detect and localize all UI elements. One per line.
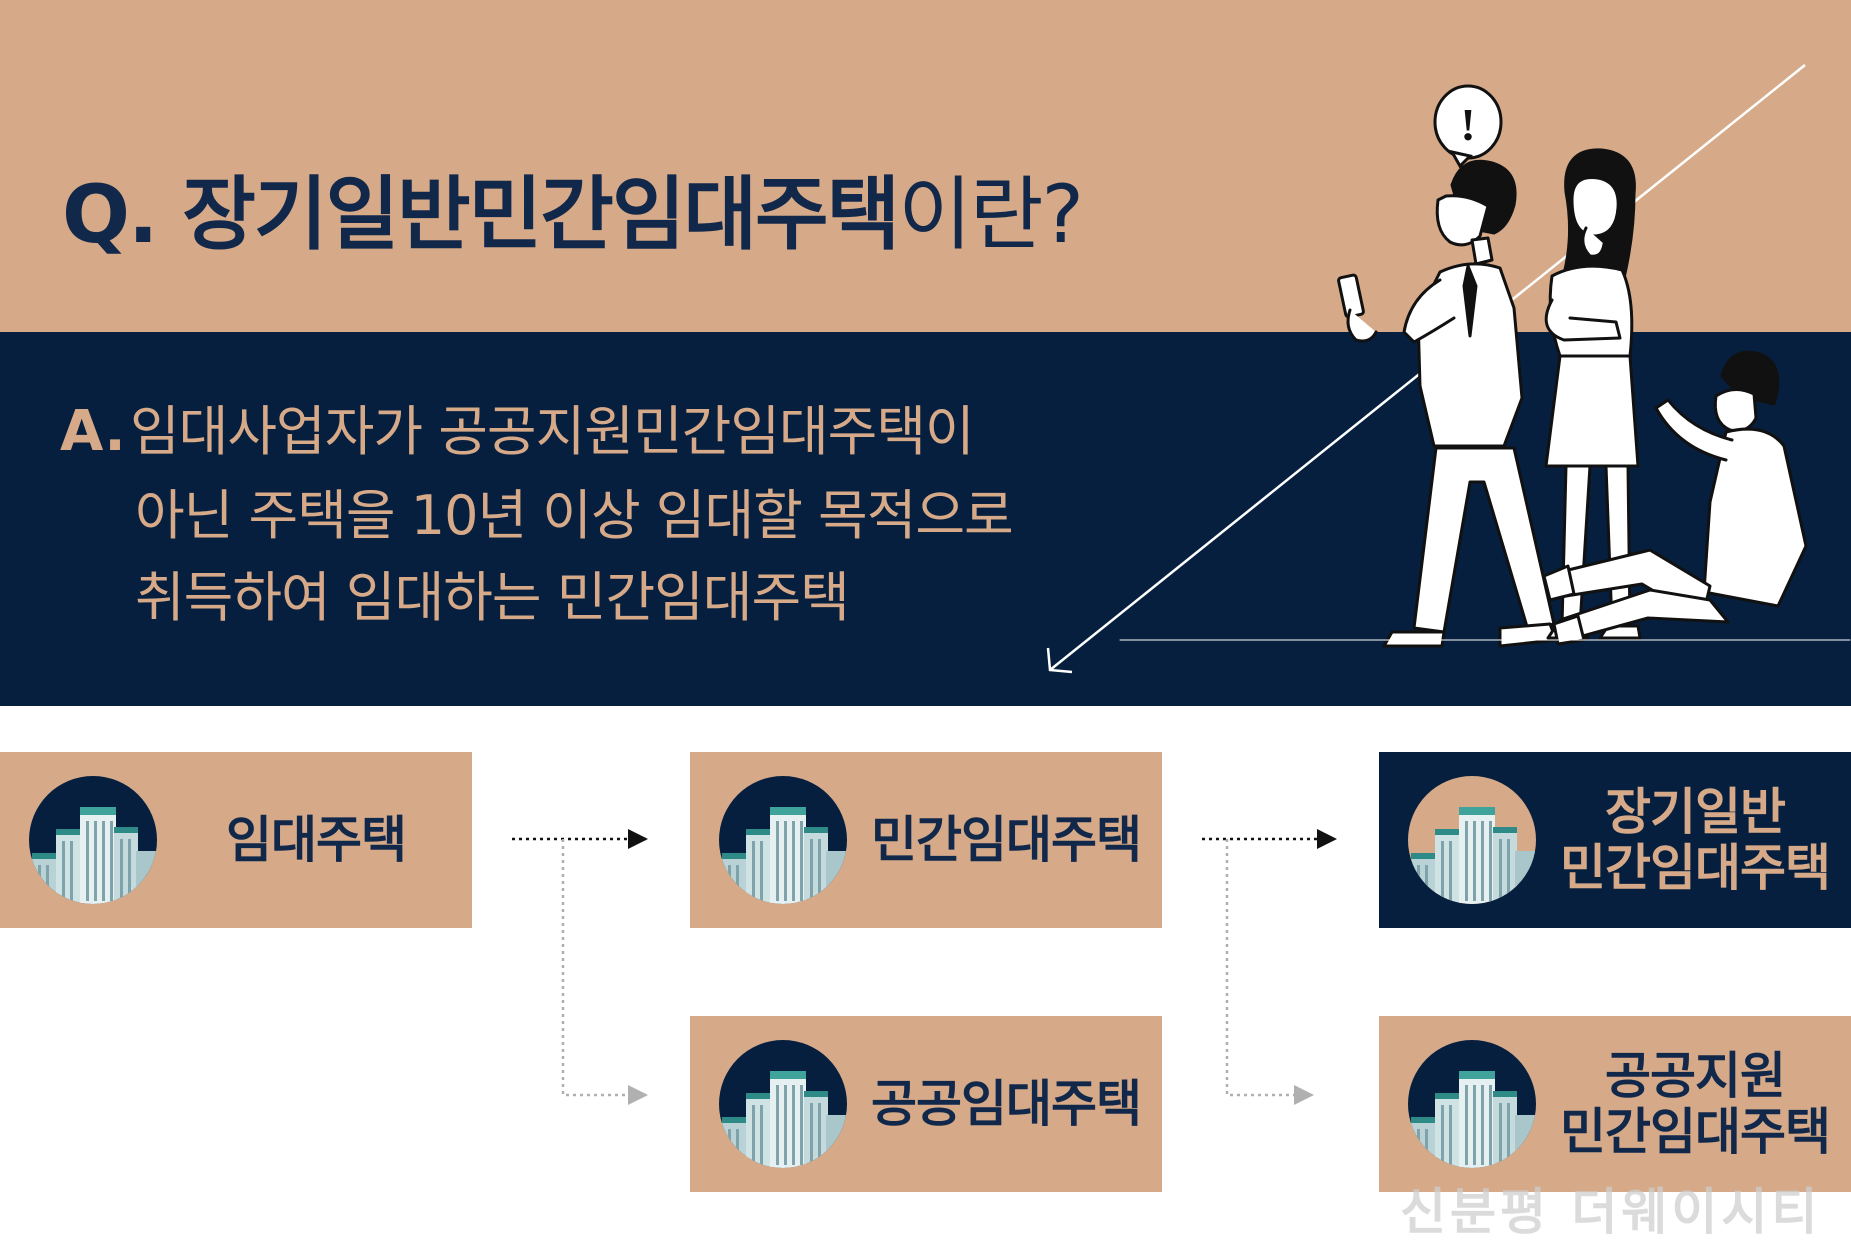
box-label: 민간임대주택 <box>871 811 1142 869</box>
building-icon <box>1408 1040 1536 1168</box>
answer-label: A. <box>60 399 126 464</box>
box-public-rental: 공공임대주택 <box>690 1016 1162 1192</box>
box-label-line-1: 공공지원 <box>1605 1047 1786 1105</box>
arrow-rental-to-public <box>561 839 648 1105</box>
box-label: 임대주택 <box>226 811 407 869</box>
building-icon <box>1408 776 1536 904</box>
answer-line-3: 취득하여 임대하는 민간임대주택 <box>135 566 850 629</box>
answer-line-1: 임대사업자가 공공지원민간임대주택이 <box>130 400 975 463</box>
box-label-line-2: 민간임대주택 <box>1560 1103 1831 1161</box>
building-icon <box>719 1040 847 1168</box>
standing-man-figure <box>1337 159 1558 648</box>
box-rental-housing: 임대주택 <box>0 752 472 928</box>
box-label-line-2: 민간임대주택 <box>1560 839 1831 897</box>
answer-line-2: 아닌 주택을 10년 이상 임대할 목적으로 <box>135 484 1014 547</box>
box-label: 공공임대주택 <box>871 1075 1142 1133</box>
question-keyword: 장기일반민간임대주택 <box>182 168 900 261</box>
box-private-rental: 민간임대주택 <box>690 752 1162 928</box>
people-illustration: ! <box>1119 84 1851 648</box>
sitting-man-figure <box>1119 350 1851 646</box>
question-heading: Q. 장기일반민간임대주택이란? <box>62 150 1084 280</box>
arrow-private-to-publicsupport <box>1225 839 1314 1105</box>
box-public-support-private-rental: 공공지원 민간임대주택 <box>1379 1016 1851 1192</box>
question-suffix: 이란? <box>898 168 1084 261</box>
watermark: 신분평 더웨이시티 <box>1400 1183 1822 1241</box>
box-long-term-general-private-rental: 장기일반 민간임대주택 <box>1379 752 1851 928</box>
box-label: 장기일반 민간임대주택 <box>1549 752 1841 928</box>
box-label-line-1: 장기일반 <box>1605 783 1786 841</box>
speech-bubble-text: ! <box>1460 99 1475 150</box>
building-icon <box>29 776 157 904</box>
question-prefix: Q. <box>62 168 183 261</box>
box-label: 공공지원 민간임대주택 <box>1549 1016 1841 1192</box>
building-icon <box>719 776 847 904</box>
speech-bubble-icon: ! <box>1433 84 1503 169</box>
